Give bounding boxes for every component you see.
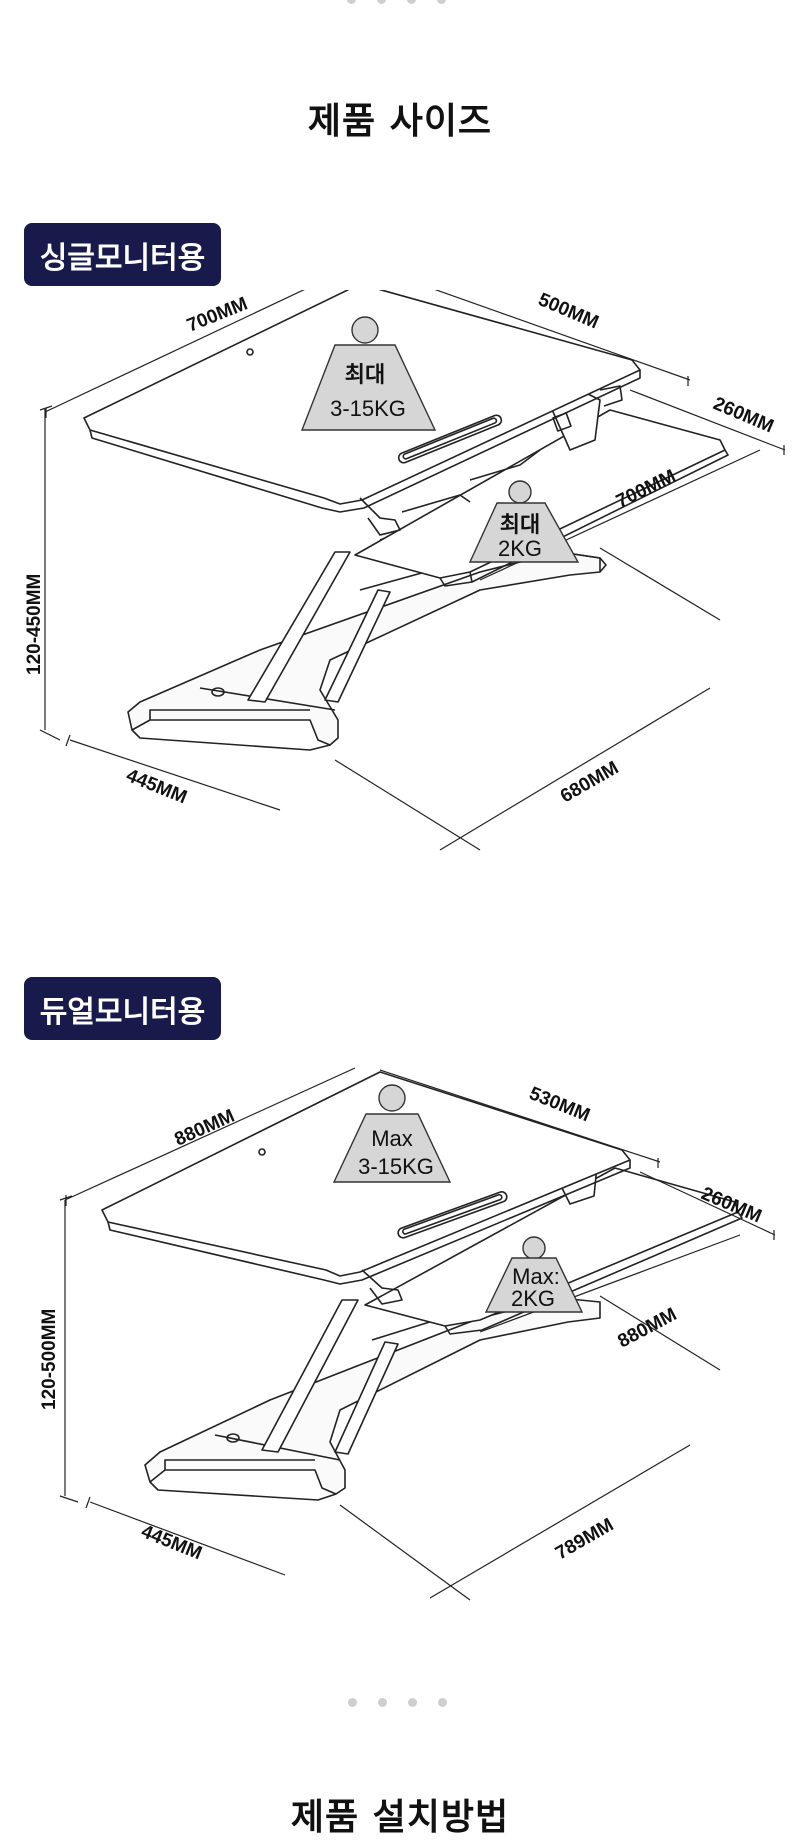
desk-drawing: 700MM 500MM 260MM 700MM 120-450MM 445MM … [24,267,786,851]
dim-height-range: 120-500MM [39,1309,60,1410]
dual-monitor-diagram: 880MM 530MM 260MM 880MM 120-500MM 445MM … [0,1050,800,1610]
desk-weight-label: Max [371,1126,413,1151]
dim-base-width: 445MM [138,1521,205,1564]
pager-dot[interactable] [347,0,356,4]
dim-desk-depth: 500MM [535,290,602,333]
keyboard-weight-icon [484,1236,584,1313]
keyboard-weight-value: 2KG [498,536,542,561]
pager-dot[interactable] [408,1698,417,1707]
dim-desk-depth: 530MM [526,1083,593,1126]
pager-dot[interactable] [377,0,386,4]
keyboard-weight-icon [468,480,580,563]
section-badge-single: 싱글모니터용 [24,223,221,286]
desk-weight-value: 3-15KG [358,1154,434,1179]
desk-weight-label: 최대 [345,362,385,387]
section-badge-dual: 듀얼모니터용 [24,977,221,1040]
single-monitor-diagram: 700MM 500MM 260MM 700MM 120-450MM 445MM … [0,267,800,870]
dim-base-depth: 789MM [552,1514,617,1564]
top-pager-dots [0,0,800,7]
pager-dot[interactable] [407,0,416,4]
desk-weight-icon [332,1084,452,1183]
pager-dot[interactable] [438,1698,447,1707]
keyboard-weight-value: 2KG [511,1286,555,1311]
pager-dot[interactable] [348,1698,357,1707]
desk-weight-value: 3-15KG [330,396,406,421]
dim-keyboard-depth: 260MM [710,393,777,437]
page-title: 제품 사이즈 [307,101,493,142]
dim-desk-width: 880MM [171,1106,237,1151]
dim-base-depth: 680MM [557,757,622,807]
pager-dot[interactable] [378,1698,387,1707]
desk-weight-icon [300,316,437,431]
desk-drawing: 880MM 530MM 260MM 880MM 120-500MM 445MM … [39,1067,776,1601]
keyboard-weight-label: Max: [512,1264,560,1289]
bottom-pager-dots [0,1698,800,1710]
next-section-title: 제품 설치방법 [290,1797,510,1838]
pager-dot[interactable] [437,0,446,4]
dim-height-range: 120-450MM [24,574,45,675]
dim-base-width: 445MM [123,765,190,808]
keyboard-weight-label: 최대 [500,512,540,537]
